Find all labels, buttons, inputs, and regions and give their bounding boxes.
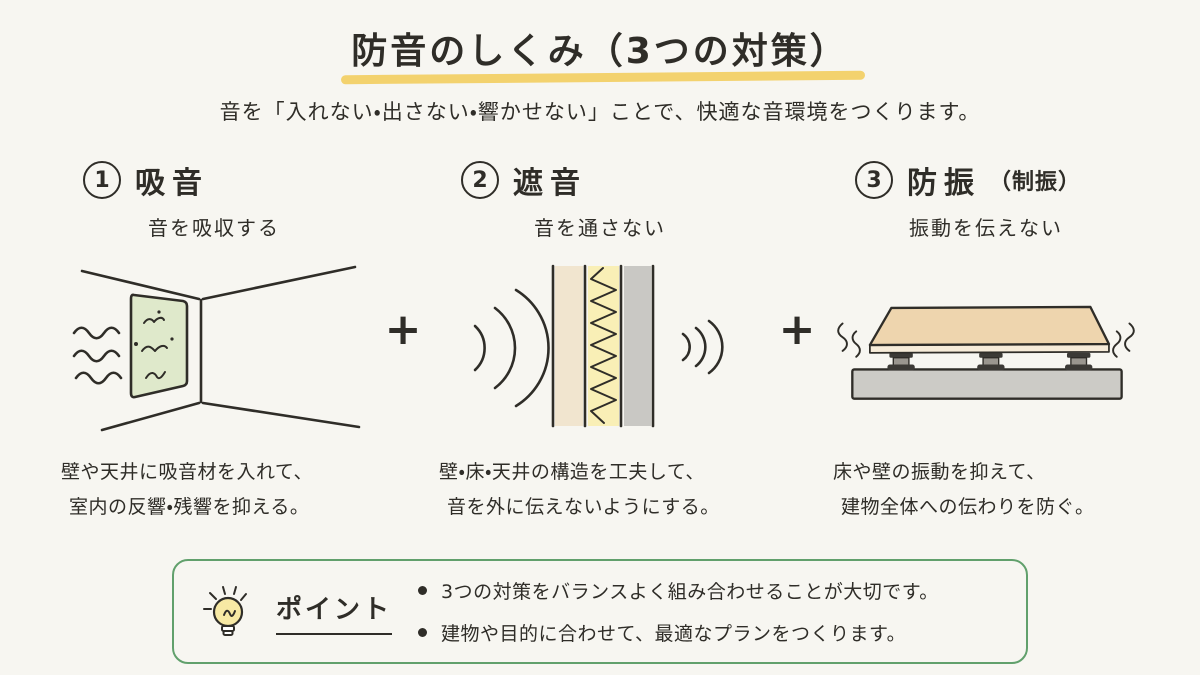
floor-left-line <box>100 401 200 431</box>
scribble-1 <box>142 316 165 324</box>
circled-number-3: 3 <box>855 161 893 199</box>
vibration-squiggle-left-2 <box>851 330 861 358</box>
section-insulation-name: 遮音 <box>513 166 587 201</box>
ceiling-right-line <box>201 265 356 300</box>
measures-row: 1 吸音 音を吸収する <box>0 156 1200 525</box>
caption-line: 床や壁の振動を抑えて、 <box>833 461 1046 483</box>
scribble-dot-2 <box>169 336 174 341</box>
section-absorption-header: 1 吸音 <box>53 156 375 204</box>
section-vibration-name: 防振 <box>907 166 981 201</box>
plus-separator-2: + <box>778 304 816 355</box>
section-absorption: 1 吸音 音を吸収する <box>53 156 375 525</box>
caption-line: 壁・床・天井の構造を工夫して、 <box>439 461 705 483</box>
bullet-item: 3つの対策をバランスよく組み合わせることが大切です。 <box>418 577 939 604</box>
sound-wave-2-icon <box>72 348 120 363</box>
section-insulation-tagline: 音を通さない <box>534 216 666 240</box>
quiet-arc-small-icon <box>681 332 691 361</box>
caption-line: 音を外に伝えないようにする。 <box>447 496 720 519</box>
concrete-slab <box>851 368 1123 400</box>
section-insulation-caption: 壁・床・天井の構造を工夫して、 音を外に伝えないようにする。 <box>431 455 769 525</box>
vibration-squiggle-left-1 <box>837 322 848 352</box>
vibration-mount-2 <box>977 352 1005 371</box>
quiet-arc-mid-icon <box>694 326 707 367</box>
bullet-text: 3つの対策をバランスよく組み合わせることが大切です。 <box>441 581 939 604</box>
caption-line: 壁や天井に吸音材を入れて、 <box>61 461 313 483</box>
loud-arc-mid-icon <box>493 306 517 389</box>
floor-panel-top <box>868 305 1111 347</box>
point-box: ポイント 3つの対策をバランスよく組み合わせることが大切です。 建物や目的に合わ… <box>172 559 1028 665</box>
section-vibration-note: （制振） <box>989 170 1082 195</box>
absorption-illustration <box>53 251 375 441</box>
plus-separator-1: + <box>384 304 422 355</box>
sound-wave-3-icon <box>74 370 122 385</box>
page-title-text: 防音のしくみ（3つの対策） <box>351 31 849 72</box>
section-insulation: 2 遮音 音を通さない <box>431 156 769 525</box>
insulation-zigzag <box>590 266 617 424</box>
point-box-label: ポイント <box>276 589 393 635</box>
scribble-dot-1 <box>156 309 161 314</box>
point-box-left: ポイント <box>196 579 418 645</box>
absorber-panel <box>129 293 188 398</box>
wall-layer-plaster <box>555 265 583 426</box>
section-absorption-caption: 壁や天井に吸音材を入れて、 室内の反響・残響を抑える。 <box>53 455 375 525</box>
caption-line: 建物全体への伝わりを防ぐ。 <box>841 496 1095 519</box>
scribble-dot-3 <box>133 341 138 346</box>
wall-layer-concrete <box>624 265 651 426</box>
sound-wave-1-icon <box>72 325 120 340</box>
quiet-arc-big-icon <box>707 319 724 374</box>
ceiling-left-line <box>80 269 200 300</box>
loud-arc-small-icon <box>473 324 486 371</box>
lightbulb-icon <box>196 579 262 645</box>
circled-number-2: 2 <box>461 161 499 199</box>
loud-arc-big-icon <box>514 288 550 407</box>
wall-section-drawing <box>473 264 724 427</box>
room-corner-drawing <box>72 265 360 431</box>
section-absorption-tagline: 音を吸収する <box>148 216 280 240</box>
bullet-item: 建物や目的に合わせて、最適なプランをつくります。 <box>418 619 939 646</box>
bullet-dot <box>418 628 427 638</box>
section-vibration-header: 3 防振 （制振） <box>825 156 1147 204</box>
vibration-mount-3 <box>1065 352 1093 371</box>
bullet-text: 建物や目的に合わせて、最適なプランをつくります。 <box>441 623 907 646</box>
header: 防音のしくみ（3つの対策） <box>0 22 1200 85</box>
scribble-3 <box>144 370 166 379</box>
vibration-illustration <box>825 251 1147 441</box>
caption-line: 室内の反響・残響を抑える。 <box>69 496 310 519</box>
title-highlight-underline <box>341 70 865 85</box>
bullet-dot <box>418 586 427 596</box>
floor-right-line <box>201 401 360 428</box>
floating-floor-drawing <box>837 305 1135 400</box>
insulation-illustration <box>431 251 769 441</box>
section-vibration-tagline: 振動を伝えない <box>909 216 1063 240</box>
section-absorption-name: 吸音 <box>135 166 209 201</box>
page-title: 防音のしくみ（3つの対策） <box>341 22 865 85</box>
page-subtitle: 音を「入れない・出さない・響かせない」ことで、快適な音環境をつくります。 <box>219 100 981 124</box>
vibration-squiggle-right-1 <box>1124 322 1135 352</box>
point-box-bullets: 3つの対策をバランスよく組み合わせることが大切です。 建物や目的に合わせて、最適… <box>418 577 939 646</box>
vibration-mount-1 <box>887 352 915 371</box>
scribble-2 <box>140 344 168 352</box>
vibration-squiggle-right-2 <box>1112 330 1122 358</box>
section-vibration: 3 防振 （制振） 振動を伝えない <box>825 156 1147 525</box>
section-vibration-caption: 床や壁の振動を抑えて、 建物全体への伝わりを防ぐ。 <box>825 455 1147 525</box>
circled-number-1: 1 <box>83 161 121 199</box>
section-insulation-header: 2 遮音 <box>431 156 769 204</box>
